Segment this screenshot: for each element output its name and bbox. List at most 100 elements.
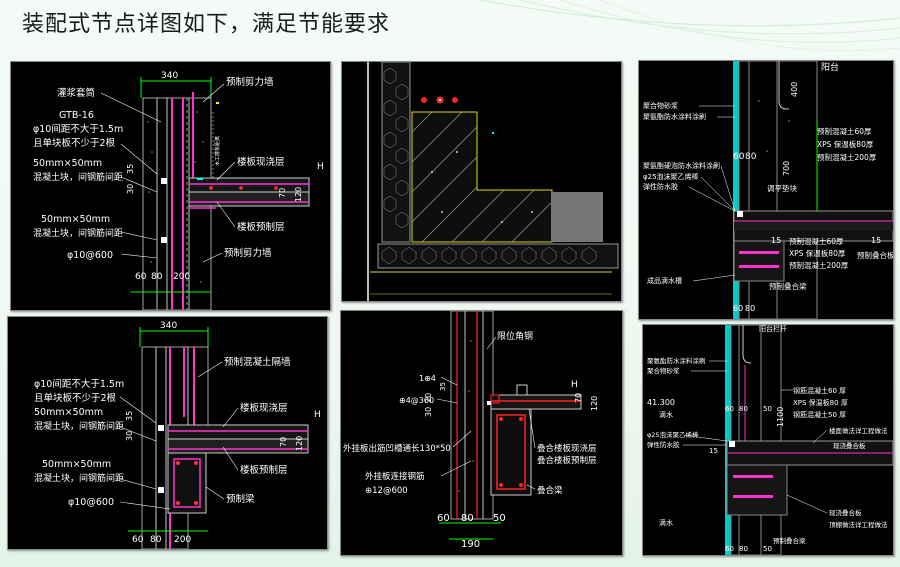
- label-elastic-sealant: 弹性防水胶: [643, 182, 678, 191]
- dim-60: 60: [725, 405, 734, 413]
- label-rebar-count: 且单块板不少于2根: [33, 137, 116, 149]
- label-xps-80: XPS 保温板80厚: [817, 139, 874, 149]
- dim-80-bottom: 80: [739, 545, 748, 553]
- dim-30: 30: [126, 184, 135, 194]
- label-precast-200: 预制混凝土200厚: [817, 152, 877, 162]
- label-cladding-groove: 外挂板出筋凹槽通长130*50: [343, 443, 451, 454]
- dim-60-bottom: 60: [733, 304, 743, 313]
- dim-50: 50: [493, 513, 506, 524]
- label-slab-precast-layer: 楼板预制层: [237, 221, 285, 233]
- label-block-desc-2: 混凝土块，间钢筋间距: [33, 227, 123, 239]
- dim-120: 120: [294, 187, 303, 202]
- dim-15-b: 15: [871, 236, 881, 245]
- label-gtb16: GTB-16: [59, 110, 94, 121]
- dim-700: 700: [782, 161, 791, 176]
- label-prefab-shear-wall-top: 预制剪力墙: [226, 76, 274, 88]
- label-precast-partition: 预制混凝土隔墙: [224, 356, 291, 368]
- label-block-size-2: 50mm×50mm: [41, 214, 110, 225]
- label-pu-foam-waterproof: 聚氨酯硬泡防水涂料涂刷: [643, 161, 720, 170]
- label-ceiling-finish: 顶棚做法详工程做法: [829, 520, 888, 529]
- label-floor-finish: 楼面做法详工程做法: [829, 426, 888, 435]
- label-block-size-1: 50mm×50mm: [34, 407, 103, 418]
- dim-70: 70: [278, 188, 287, 198]
- label-phi4-300: ⊕4@300: [399, 396, 434, 405]
- page-title: 装配式节点详图如下，满足节能要求: [22, 12, 391, 37]
- dim-30: 30: [125, 431, 134, 441]
- dim-70: 70: [279, 437, 288, 447]
- detail-panel-balcony-section: 阳台 400 聚合物砂浆 聚氨酯防水涂料涂刷 聚氨酯硬泡防水涂料涂刷 φ25泡沫…: [638, 60, 894, 320]
- label-pu-waterproof: 聚氨酯防水涂料涂刷: [647, 356, 706, 365]
- label-xps-80: XPS 保温板80 厚: [793, 398, 848, 407]
- dim-35: 35: [126, 164, 135, 174]
- dim-80: 80: [739, 405, 748, 413]
- label-cladding-rebar: 外挂板连接钢筋: [365, 471, 425, 482]
- label-composite-slab: 预制叠合板: [857, 250, 893, 260]
- dim-80: 80: [151, 272, 163, 282]
- dim-35: 35: [125, 411, 134, 421]
- dim-60: 60: [135, 272, 147, 282]
- label-composite-beam: 叠合梁: [537, 485, 563, 496]
- label-1phi4: 1⊕4: [419, 374, 436, 383]
- label-rebar-spacing: φ10间距不大于1.5m: [34, 378, 124, 390]
- label-pe-rod: φ25泡沫聚乙烯棒: [647, 430, 699, 439]
- label-leveling-pad: 调平垫块: [767, 183, 797, 193]
- label-prefab-shear-wall-bottom: 预制剪力墙: [224, 247, 272, 259]
- label-drip-1: 滴水: [659, 410, 673, 419]
- label-phi10-600: φ10@600: [67, 250, 113, 261]
- label-slab-cast-layer: 楼板现浇层: [240, 402, 288, 414]
- label-rc-50: 钢筋混凝土50 厚: [793, 410, 846, 419]
- label-slab-precast-layer: 楼板预制层: [240, 464, 288, 476]
- dim-20: 20: [424, 393, 433, 403]
- dim-1100: 1100: [776, 407, 785, 427]
- label-balcony-railing: 阳台栏杆: [759, 325, 787, 333]
- dim-80: 80: [150, 535, 162, 545]
- dim-50: 50: [763, 405, 772, 413]
- detail-panel-cladding-connection: 限位角钢 1⊕4 ⊕4@300 外挂板出筋凹槽通长130*50 外挂板连接钢筋 …: [340, 310, 623, 556]
- label-composite-beam: 预制叠合梁: [769, 281, 807, 291]
- detail-panel-balcony-railing: 阳台栏杆 聚氨酯防水涂料涂刷 聚合物砂浆 41.300 滴水 φ25泡沫聚乙烯棒…: [642, 324, 894, 556]
- dim-190: 190: [461, 539, 480, 550]
- label-xps-80-b: XPS 保温板80厚: [789, 248, 846, 258]
- detail-panel-corner-section: [341, 61, 622, 302]
- label-H: H: [317, 162, 324, 172]
- dim-60: 60: [437, 513, 450, 524]
- label-polymer-mortar: 聚合物砂浆: [647, 366, 680, 375]
- label-limit-angle: 限位角钢: [497, 330, 533, 342]
- dim-200: 200: [173, 272, 190, 282]
- label-block-desc-1: 混凝土块，间钢筋间距: [33, 171, 123, 183]
- label-side-note: 木工撑条距离: [214, 136, 221, 166]
- label-composite-slab-cast: 叠合楼板现浇层: [537, 443, 597, 454]
- dim-15: 15: [709, 447, 718, 455]
- label-elastic-sealant: 弹性防水胶: [647, 440, 680, 449]
- dim-H: H: [571, 380, 578, 390]
- label-precast-60: 预制混凝土60厚: [817, 126, 872, 136]
- dim-80: 80: [461, 513, 474, 524]
- dim-15: 15: [771, 236, 781, 245]
- label-precast-60-b: 预制混凝土60厚: [789, 236, 844, 246]
- dim-200: 200: [174, 535, 191, 545]
- label-precast-beam: 预制梁: [226, 493, 255, 505]
- label-elevation: 41.300: [647, 398, 675, 407]
- label-pe-rod: φ25泡沫聚乙烯棒: [643, 172, 699, 181]
- dim-35: 35: [439, 382, 447, 391]
- label-phi10-600: φ10@600: [68, 497, 114, 508]
- label-H: H: [314, 410, 321, 420]
- label-block-size-1: 50mm×50mm: [33, 158, 102, 169]
- dim-30: 30: [424, 407, 433, 417]
- label-grout-sleeve: 灌浆套筒: [57, 87, 95, 99]
- label-slab-cast-layer: 楼板现浇层: [237, 156, 285, 168]
- dim-400: 400: [790, 82, 799, 97]
- dim-60: 60: [733, 152, 745, 162]
- label-rebar-count: 且单块板不少于2根: [34, 392, 117, 404]
- label-polymer-mortar: 聚合物砂浆: [643, 101, 678, 110]
- label-composite-beam: 预制叠合梁: [773, 536, 806, 545]
- label-block-size-2: 50mm×50mm: [42, 459, 111, 470]
- dim-120: 120: [590, 396, 599, 411]
- label-drip-groove: 成品滴水槽: [647, 276, 682, 285]
- label-rc-60: 钢筋混凝土60 厚: [793, 386, 846, 395]
- label-cast-slab-1: 现浇叠合板: [833, 441, 866, 450]
- dim-80: 80: [745, 152, 757, 162]
- dim-340: 340: [161, 71, 178, 81]
- dim-70: 70: [574, 393, 583, 403]
- detail-panel-partition-beam-joint: 340 预制混凝土隔墙 φ10间距不大于1.5m 且单块板不少于2根 50mm×…: [7, 316, 328, 550]
